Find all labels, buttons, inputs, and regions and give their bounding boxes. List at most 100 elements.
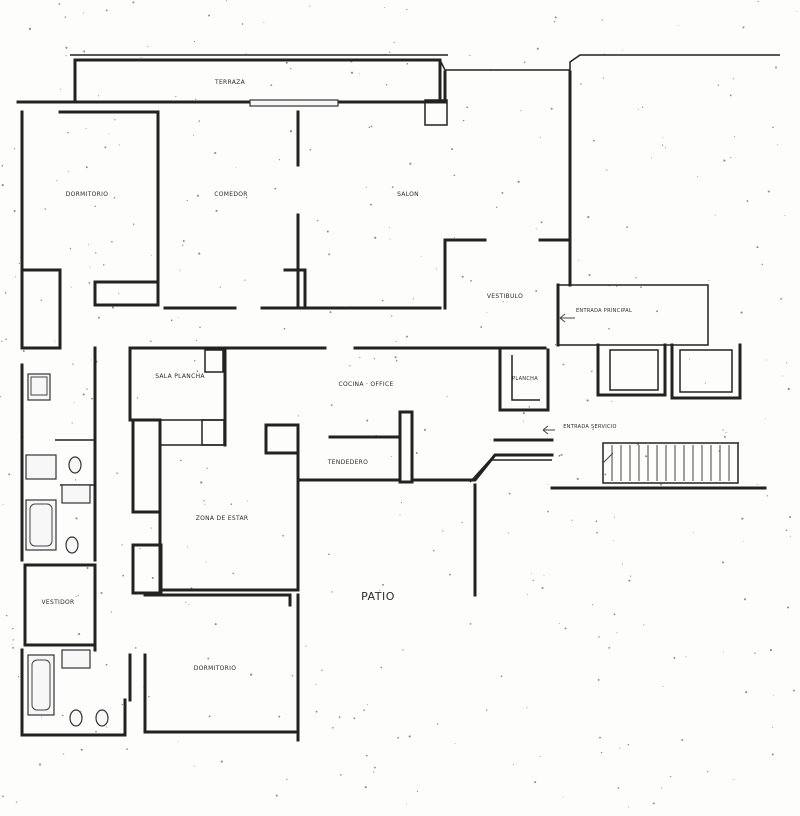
speckle [177,317,179,318]
speckle [104,146,107,149]
speckle [742,26,745,29]
speckle [364,786,367,789]
speckle [15,276,17,278]
speckle [765,359,768,361]
speckle [416,790,419,793]
label-patio: PATIO [361,590,395,603]
speckle [309,148,312,151]
speckle [82,393,85,396]
speckle [645,455,648,458]
speckle [278,158,281,161]
stair-direction [602,452,614,464]
speckle [316,219,319,222]
fixtures [25,373,109,727]
speckle [182,240,185,242]
speckle [373,358,376,360]
speckle [365,186,367,188]
speckle [5,338,7,341]
speckle [707,771,709,773]
toilet [65,536,79,554]
speckle [80,710,82,712]
walls [16,54,780,742]
speckle [5,614,8,617]
speckle [215,209,218,212]
speckle [111,240,113,243]
speckle [193,134,195,136]
bathtub [25,499,57,551]
speckle [89,266,91,268]
speckle [44,208,47,210]
speckle [725,431,727,433]
speckle [777,144,779,146]
speckle [353,717,356,720]
speckle [523,61,526,64]
label-vestibule: VESTIBULO [487,293,523,300]
speckle [600,751,603,754]
speckle [526,594,528,596]
speckle [363,709,365,711]
speckle [766,495,769,497]
label-bedroom-top: DORMITORIO [66,191,109,198]
speckle [466,106,469,109]
speckle [309,5,311,7]
speckle [554,343,557,346]
speckle [151,254,153,256]
speckle [613,540,615,542]
speckle [722,651,724,653]
speckle [660,483,662,486]
speckle [208,715,211,718]
speckle [576,477,579,480]
speckle [692,532,694,534]
speckle [4,292,7,294]
label-terrace: TERRAZA [214,79,246,86]
speckle [370,125,373,128]
speckle [195,98,197,100]
speckle [86,567,89,569]
speckle [315,684,317,686]
entry-arrows [542,313,575,435]
speckle [393,41,395,44]
speckle [220,760,223,763]
speckle [17,675,20,678]
speckle [232,572,234,575]
speckle [368,126,371,129]
speckle [775,66,777,69]
speckle [381,299,384,302]
speckle [513,764,514,765]
speckle [558,622,560,624]
speckle [789,516,791,518]
speckle [85,166,88,169]
speckle [285,61,288,64]
speckle [412,298,414,300]
speckle [114,119,116,121]
speckle [390,456,392,457]
speckle [11,643,13,645]
speckle [245,53,247,55]
speckle [592,604,594,606]
speckle [69,247,72,250]
speckle [796,11,798,12]
speckle [461,275,464,278]
speckle [489,439,491,441]
speckle [28,27,32,30]
speckle [0,395,1,398]
speckle [8,473,11,476]
speckle [188,604,190,606]
speckle [193,40,196,43]
speckle [204,503,206,505]
toilet [69,709,83,727]
speckle [526,707,528,709]
speckle [203,500,205,502]
speckle [349,365,351,367]
speckle [270,84,273,87]
label-entry-main: ENTRADA PRINCIPAL [576,308,632,314]
speckle [58,3,61,5]
speckle [315,710,318,713]
speckle [214,151,217,155]
speckle [150,340,152,343]
speckle [13,210,16,212]
speckle [480,326,483,328]
speckle [75,517,78,520]
speckle [195,339,198,342]
